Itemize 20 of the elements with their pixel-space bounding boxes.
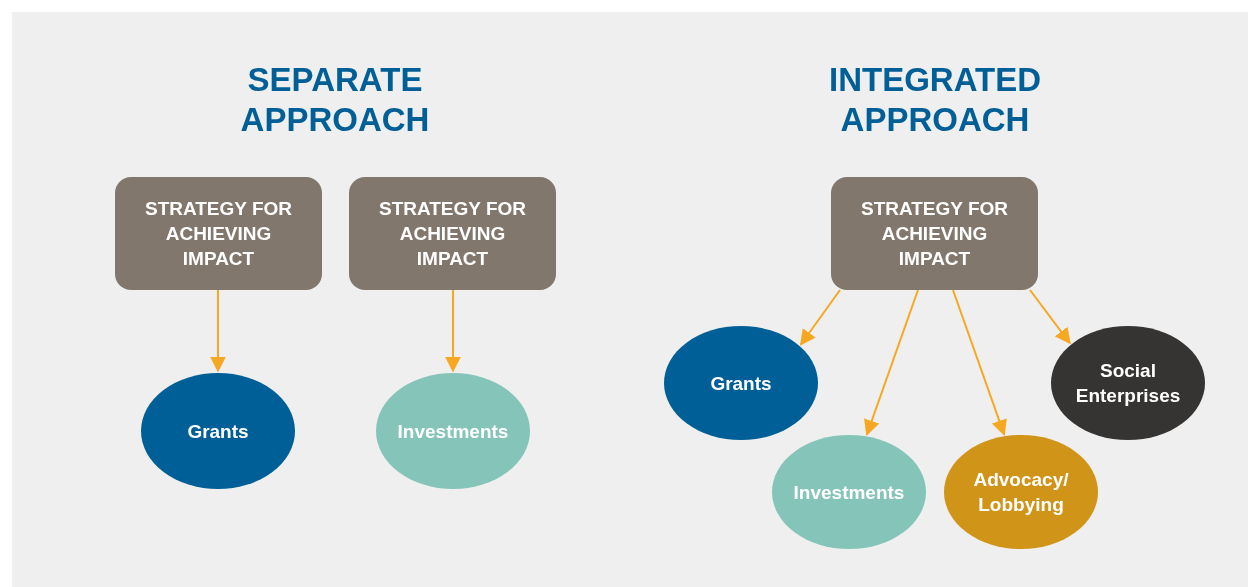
- arrow: [210, 289, 226, 373]
- node-label: STRATEGY FOR ACHIEVING IMPACT: [143, 197, 294, 271]
- strategy-box: [831, 177, 1038, 290]
- section-heading: INTEGRATED APPROACH: [827, 60, 1043, 140]
- node-label: Advocacy/ Lobbying: [972, 468, 1070, 517]
- node-label: Investments: [792, 480, 906, 505]
- node-label: Grants: [709, 371, 773, 396]
- node-label: STRATEGY FOR ACHIEVING IMPACT: [859, 197, 1010, 271]
- node-label: STRATEGY FOR ACHIEVING IMPACT: [377, 197, 528, 271]
- node-label: Investments: [396, 419, 510, 444]
- strategy-box: [115, 177, 322, 290]
- node-label: Social Enterprises: [1074, 359, 1182, 408]
- arrow: [445, 289, 461, 373]
- node-label: Grants: [186, 419, 250, 444]
- strategy-box: [349, 177, 556, 290]
- arrow: [799, 289, 841, 346]
- arrow: [1029, 289, 1071, 345]
- arrow: [952, 289, 1007, 436]
- arrow: [864, 289, 919, 437]
- section-heading: SEPARATE APPROACH: [239, 60, 431, 140]
